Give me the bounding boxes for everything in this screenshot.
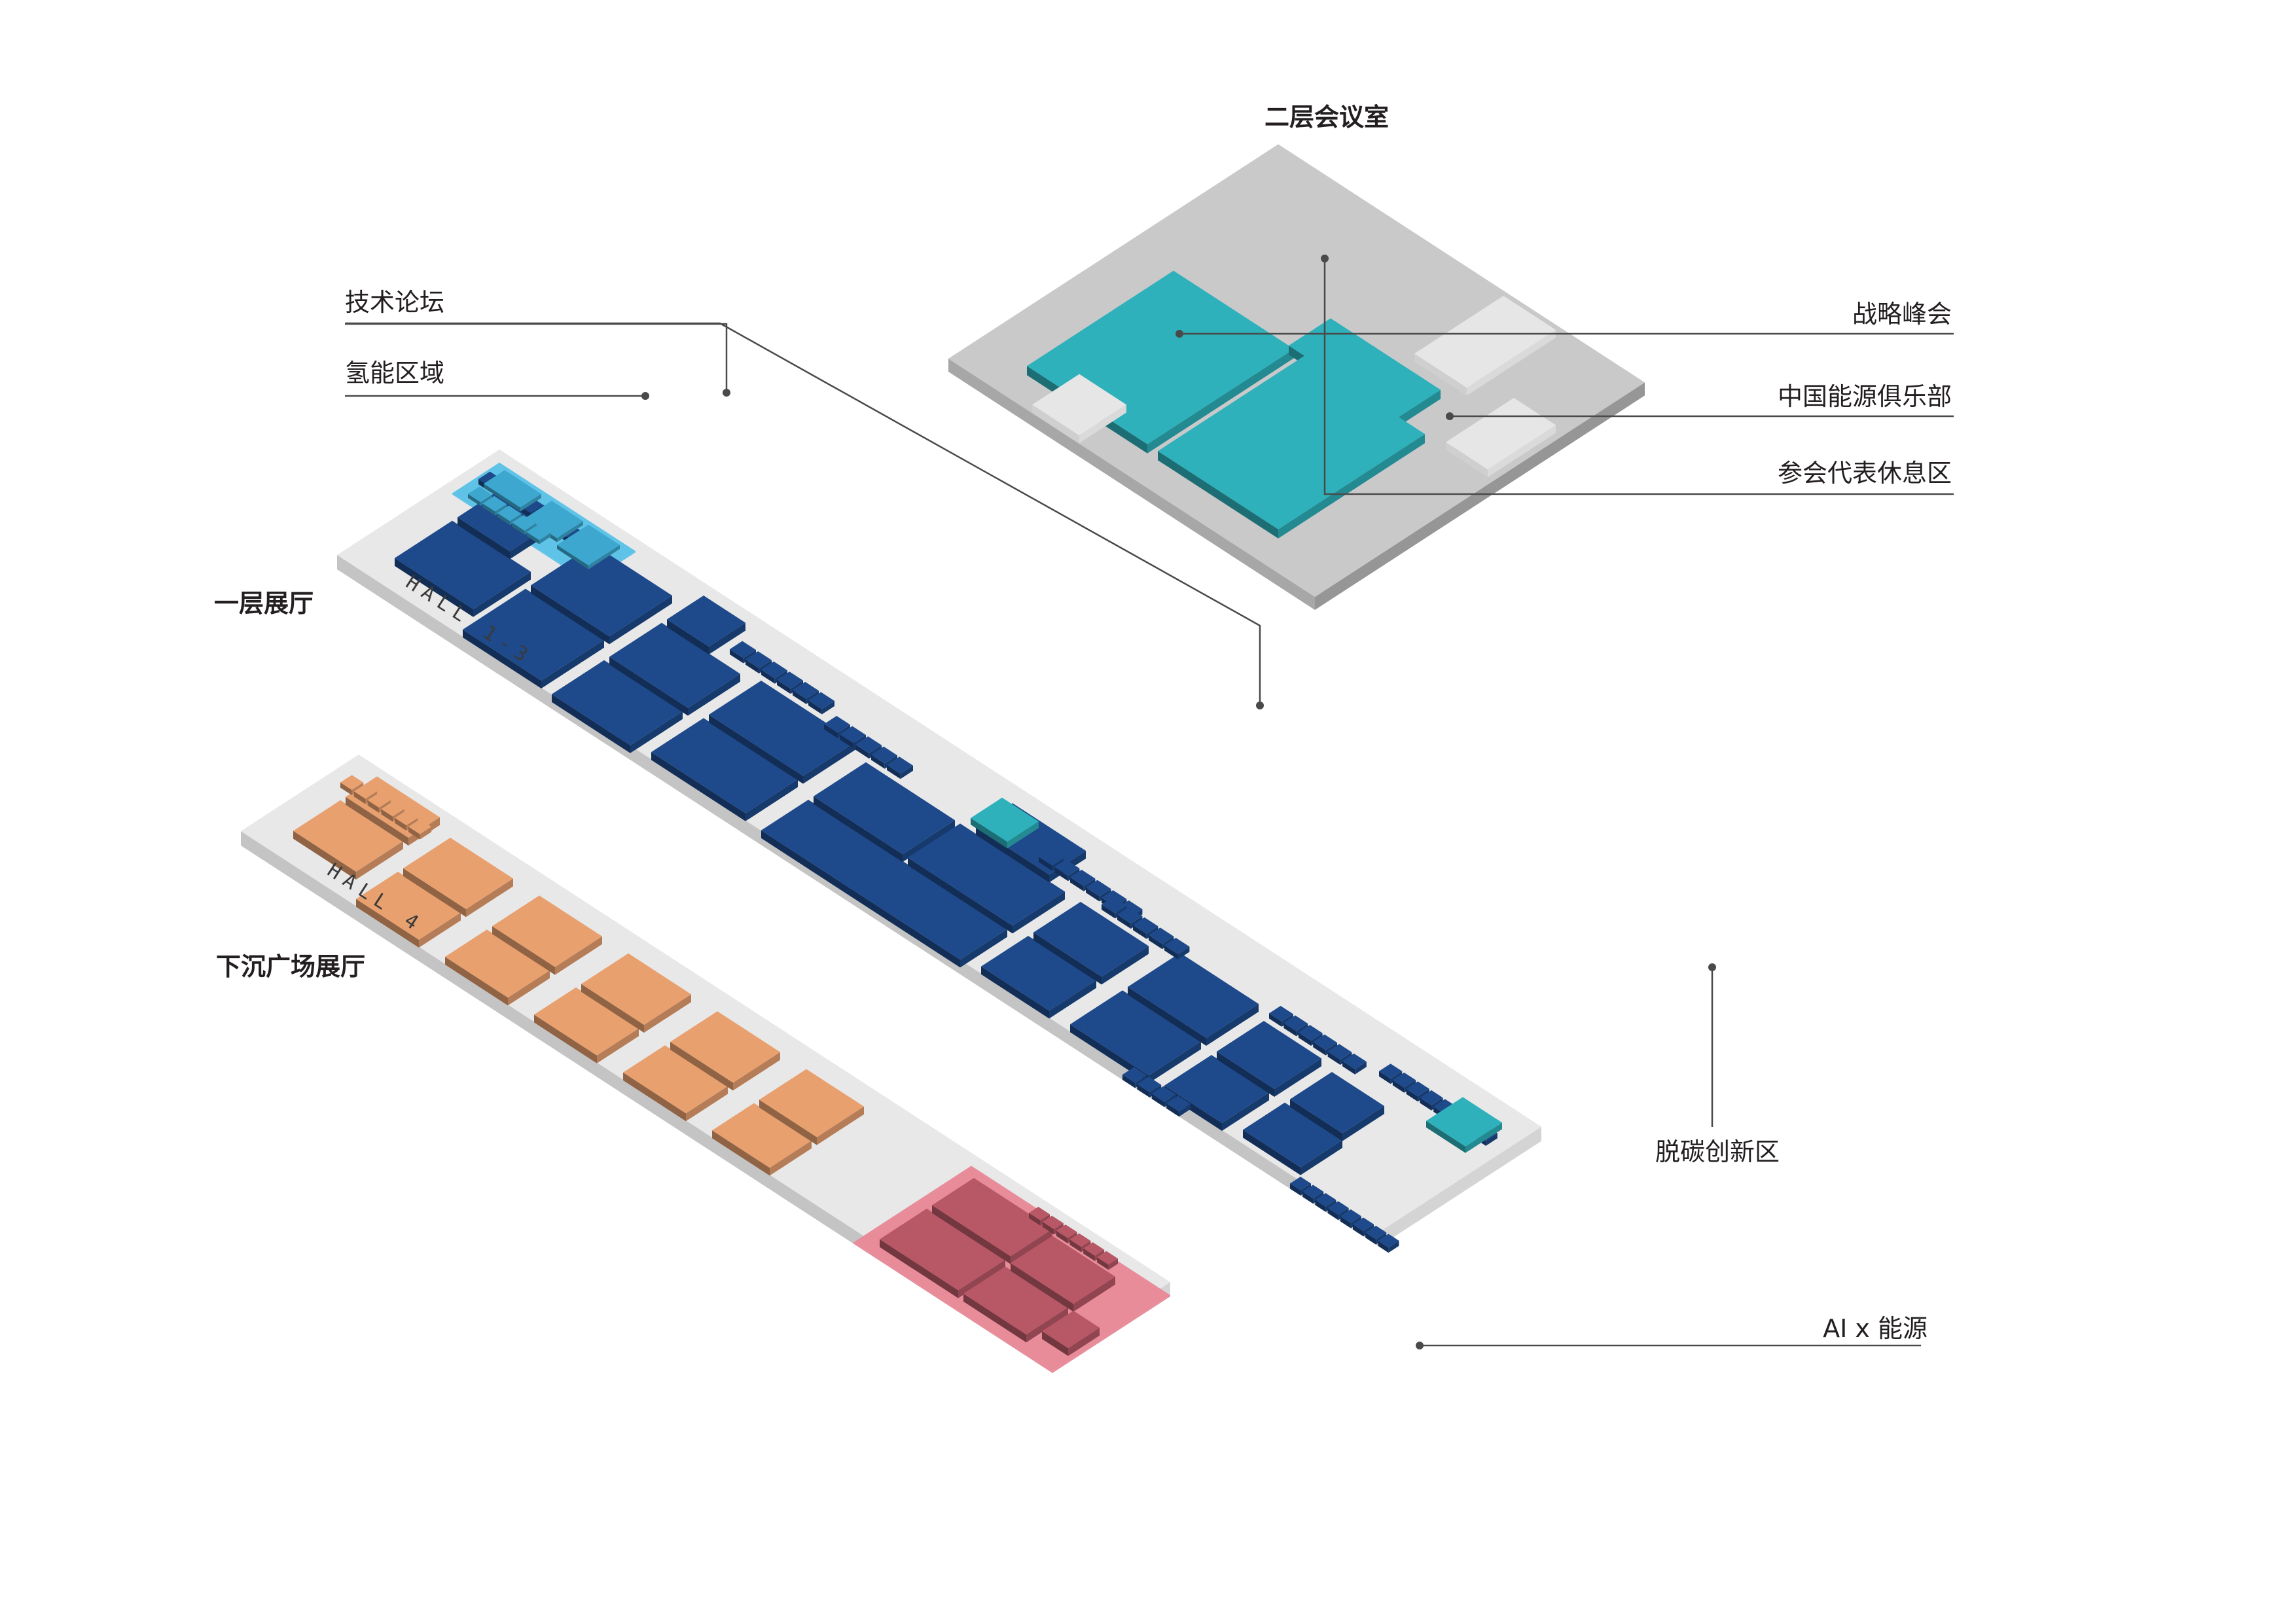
booth-orange bbox=[293, 800, 403, 880]
booth-orange bbox=[623, 1045, 728, 1122]
booth-decarbonization bbox=[1426, 1097, 1502, 1153]
booth-small bbox=[1342, 1053, 1367, 1075]
leader-dot-forum bbox=[723, 389, 730, 397]
floor-label-sunken-hall: 下沉广场展厅 bbox=[216, 952, 365, 981]
leader-dot-energy-club bbox=[1446, 412, 1454, 420]
leader-dot-lounge bbox=[1321, 255, 1329, 262]
booth-ai-energy bbox=[1042, 1310, 1100, 1356]
booth-block bbox=[609, 622, 740, 716]
booth-ai-energy bbox=[932, 1178, 1052, 1264]
booth-orange bbox=[534, 987, 639, 1063]
booth-block bbox=[981, 936, 1096, 1019]
booth-ai-small bbox=[1097, 1251, 1118, 1270]
hydrogen-booth bbox=[484, 470, 541, 512]
hydrogen-booth bbox=[557, 524, 620, 569]
leader-dot-decarb bbox=[1708, 963, 1716, 971]
booth-small bbox=[1378, 1234, 1399, 1253]
booth-orange-small bbox=[408, 819, 432, 840]
booth-orange bbox=[581, 953, 691, 1033]
booth-block bbox=[395, 520, 531, 617]
zone-label-energy-club: 中国能源俱乐部 bbox=[1778, 382, 1952, 411]
booth-orange bbox=[492, 895, 602, 975]
booth-ai-energy bbox=[1011, 1236, 1115, 1312]
leader-hydrogen-forum bbox=[345, 323, 728, 393]
booth-small bbox=[887, 757, 913, 779]
booth-block bbox=[463, 588, 604, 688]
booth-small bbox=[1379, 1063, 1403, 1084]
leader-dot-strategy bbox=[1175, 330, 1183, 338]
floor-label-hall-1-3: 一层展厅 bbox=[214, 589, 314, 618]
booth-block bbox=[761, 800, 1007, 968]
booth-ai-energy bbox=[880, 1208, 1005, 1298]
booth-orange bbox=[712, 1103, 812, 1176]
booth-block bbox=[552, 660, 683, 753]
zone-label-hydrogen: 氢能区域 bbox=[345, 359, 444, 387]
zone-label-tech-forum: 技术论坛 bbox=[345, 288, 444, 317]
booth-block bbox=[1290, 1072, 1384, 1141]
booth-block bbox=[1128, 953, 1259, 1046]
booth-orange bbox=[356, 872, 461, 948]
zone-label-ai-energy: AI x 能源 bbox=[1823, 1314, 1928, 1343]
booth-block bbox=[1217, 1021, 1321, 1097]
booth-block bbox=[667, 596, 745, 654]
booth-ai-energy bbox=[963, 1266, 1068, 1343]
booth-block bbox=[1070, 990, 1201, 1084]
booth-block bbox=[651, 718, 798, 821]
floor-plates bbox=[241, 144, 1645, 1373]
booth-small bbox=[808, 692, 834, 715]
zone-label-delegate-lounge: 参会代表休息区 bbox=[1778, 459, 1952, 488]
block-lounge-1 bbox=[1414, 296, 1556, 396]
booth-block bbox=[709, 681, 855, 784]
leader-lines bbox=[345, 255, 1954, 1349]
booth-energy-club bbox=[1158, 355, 1425, 539]
booth-block bbox=[1243, 1102, 1342, 1175]
booth-block bbox=[1033, 902, 1149, 985]
booth-orange bbox=[759, 1069, 864, 1145]
leader-delegate-lounge bbox=[1323, 259, 1954, 495]
booth-orange bbox=[403, 838, 513, 918]
floor-label-mezzanine: 二层会议室 bbox=[1265, 103, 1389, 132]
hydrogen-booth bbox=[526, 524, 551, 544]
booth-tech-forum bbox=[971, 797, 1039, 849]
booth-block bbox=[908, 823, 1065, 934]
leader-dot-ai-energy bbox=[1416, 1342, 1424, 1349]
booth-orange bbox=[670, 1011, 780, 1091]
leader-dot-hydrogen bbox=[641, 392, 649, 400]
booth-block bbox=[531, 544, 672, 645]
booth-blocks bbox=[293, 270, 1556, 1356]
booth-small bbox=[1166, 1096, 1191, 1117]
booth-block bbox=[814, 762, 955, 863]
zone-label-strategy-summit: 战略峰会 bbox=[1852, 300, 1952, 329]
zone-label-decarbonization: 脱碳创新区 bbox=[1655, 1137, 1780, 1166]
block-lounge-2 bbox=[1032, 374, 1126, 444]
booth-small bbox=[1164, 938, 1190, 959]
leader-dot-tech-forum bbox=[1256, 702, 1264, 709]
booth-orange bbox=[445, 929, 550, 1006]
